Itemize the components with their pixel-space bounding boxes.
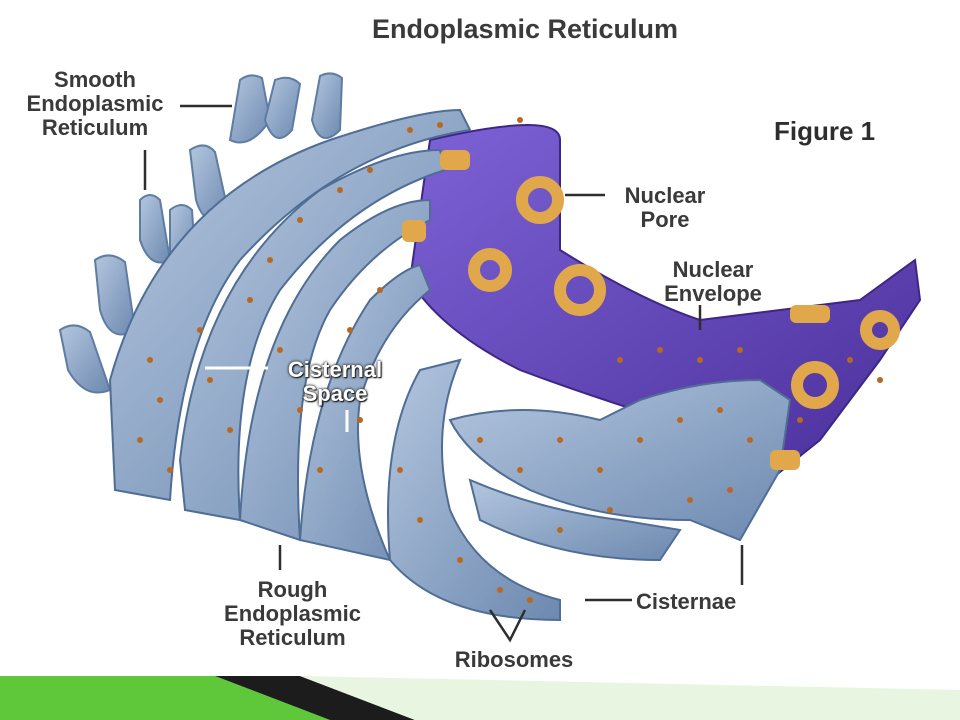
label-cisternal-space: Cisternal Space — [270, 358, 400, 406]
rough-er — [108, 108, 792, 622]
label-smooth-er-line3: Reticulum — [41, 115, 149, 140]
label-nuclear-pore: Nuclear Pore — [610, 184, 720, 232]
label-nuclear-envelope: Nuclear Envelope — [648, 258, 778, 306]
label-rough-er-line2: Endoplasmic — [224, 601, 361, 626]
label-smooth-er: Smooth Endoplasmic Reticulum — [10, 68, 180, 140]
label-cisternal-space-line1: Cisternal — [287, 357, 383, 382]
label-ribosomes: Ribosomes — [454, 647, 574, 672]
ribosomes — [137, 117, 883, 603]
label-nuclear-envelope-line2: Envelope — [664, 281, 762, 306]
label-smooth-er-line2: Endoplasmic — [26, 91, 164, 116]
label-nuclear-pore-line2: Pore — [640, 207, 690, 232]
leader-lines — [143, 104, 744, 643]
label-nuclear-pore-line1: Nuclear — [624, 183, 706, 208]
figure-label: Figure 1 — [774, 116, 876, 146]
slide-bottom-bar — [0, 676, 960, 720]
label-rough-er-line1: Rough — [257, 577, 328, 602]
label-rough-er-line3: Reticulum — [239, 625, 346, 650]
label-rough-er: Rough Endoplasmic Reticulum — [200, 578, 385, 650]
nuclear-pores — [468, 176, 900, 409]
label-nuclear-envelope-line1: Nuclear — [672, 257, 754, 282]
label-cisternal-space-line2: Space — [302, 381, 368, 406]
diagram-title: Endoplasmic Reticulum — [371, 14, 679, 44]
label-cisternae: Cisternae — [636, 589, 737, 614]
label-smooth-er-line1: Smooth — [54, 67, 136, 92]
